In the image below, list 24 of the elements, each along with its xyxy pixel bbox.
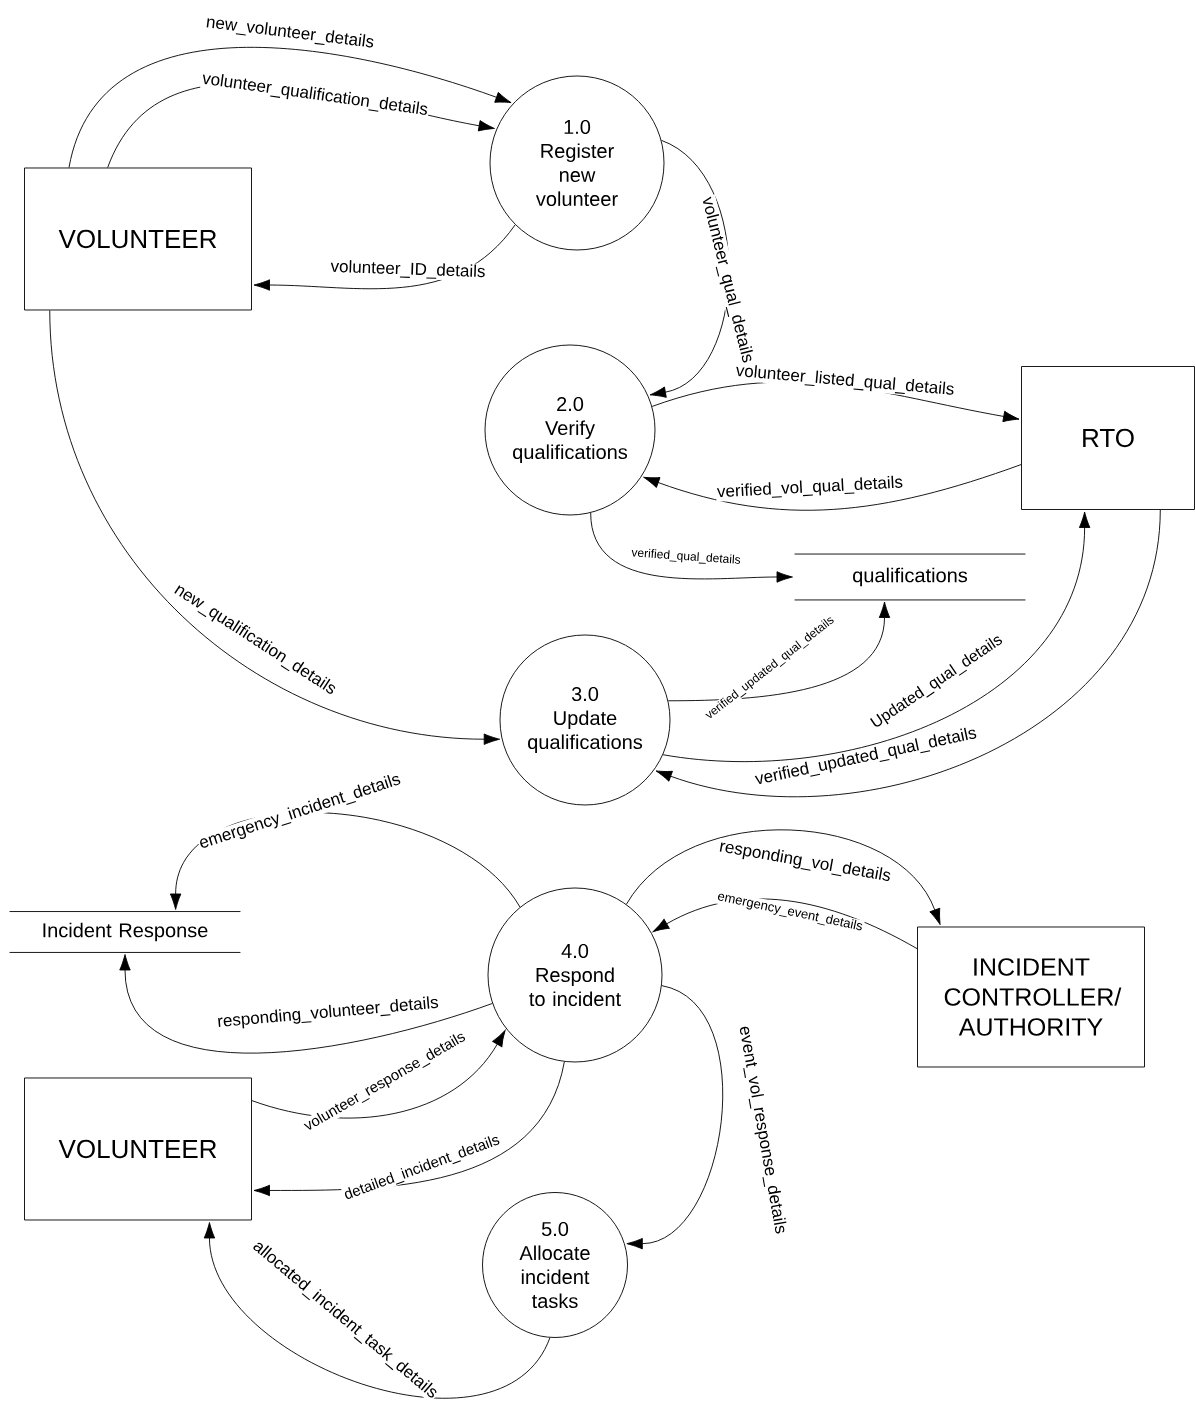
arrow [203, 1222, 551, 1399]
arrow [590, 512, 793, 583]
arrow [119, 954, 493, 1054]
arrow [253, 224, 516, 291]
arrow [68, 47, 512, 168]
entity-box: RTO [1021, 366, 1195, 510]
data-store: qualifications [794, 553, 1026, 601]
edge-label: verified_vol_qual_details [715, 474, 905, 502]
arrow [626, 985, 724, 1250]
arrow [652, 898, 918, 950]
entity-box: VOLUNTEER [24, 167, 252, 311]
edge-label: volunteer_ID_details [329, 258, 487, 282]
arrow [655, 509, 1161, 797]
arrow [253, 1061, 565, 1197]
entity-box: VOLUNTEER [24, 1077, 252, 1221]
data-store: Incident Response [9, 911, 241, 953]
arrow [662, 511, 1091, 762]
arrow [643, 464, 1022, 511]
arrow [667, 601, 891, 702]
edge-label: verified_qual_details [630, 546, 743, 568]
arrow [49, 310, 501, 745]
arrow [251, 1030, 506, 1119]
entity-box: INCIDENT CONTROLLER/ AUTHORITY [917, 926, 1145, 1068]
arrow [625, 829, 941, 926]
